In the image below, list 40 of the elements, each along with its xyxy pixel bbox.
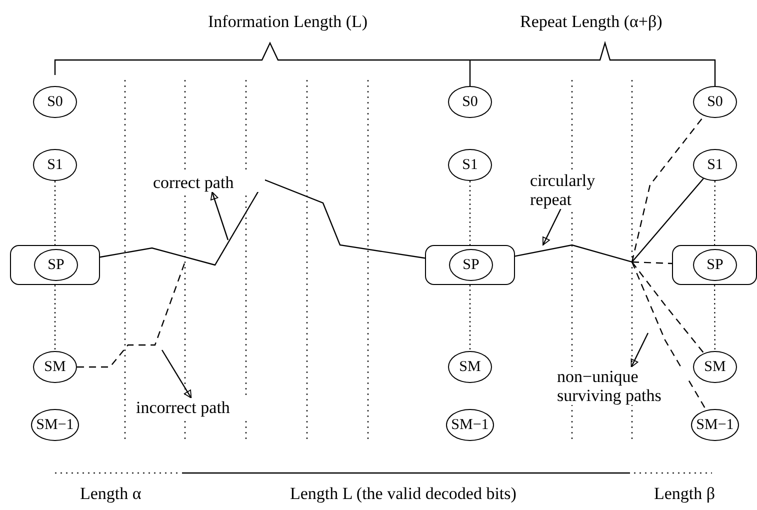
trellis-path	[631, 116, 705, 262]
state-ellipse: SM	[33, 351, 77, 383]
state-ellipse: SP	[693, 249, 737, 281]
trellis-path	[632, 261, 672, 264]
trellis-path	[631, 262, 707, 410]
length-label: Repeat Length (α+β)	[520, 12, 662, 32]
state-ellipse: SP	[34, 249, 78, 281]
trellis-path	[632, 262, 704, 354]
state-box	[425, 245, 515, 285]
state-column-line	[714, 180, 716, 246]
state-ellipse: SP	[449, 249, 493, 281]
state-column-line	[54, 180, 56, 246]
state-ellipse: S1	[33, 149, 77, 181]
dimension-label: Length α	[80, 484, 142, 504]
annotation-text: non−unique surviving paths	[557, 367, 687, 405]
state-ellipse: S0	[33, 86, 77, 118]
state-column-line	[714, 284, 716, 352]
leader-arrow	[542, 208, 562, 246]
dimension-label: Length β	[654, 484, 716, 504]
trellis-path	[100, 179, 426, 266]
state-box	[10, 245, 100, 285]
leader-arrow	[210, 192, 229, 240]
state-ellipse: S1	[448, 149, 492, 181]
state-ellipse: S0	[448, 86, 492, 118]
state-column-line	[54, 284, 56, 352]
state-box	[672, 245, 757, 285]
state-ellipse: S1	[693, 149, 737, 181]
trellis-path	[77, 262, 186, 368]
trellis-path	[514, 178, 704, 263]
leader-arrow	[630, 332, 649, 368]
leader-arrow	[161, 350, 192, 398]
dimension-label: Length L (the valid decoded bits)	[290, 484, 516, 504]
state-ellipse: SM−1	[446, 409, 494, 441]
state-ellipse: SM−1	[31, 409, 79, 441]
state-ellipse: SM	[693, 351, 737, 383]
length-label: Information Length (L)	[208, 12, 368, 32]
state-ellipse: S0	[693, 86, 737, 118]
path-label: correct path	[153, 173, 265, 192]
state-ellipse: SM	[448, 351, 492, 383]
state-ellipse: SM−1	[691, 409, 739, 441]
